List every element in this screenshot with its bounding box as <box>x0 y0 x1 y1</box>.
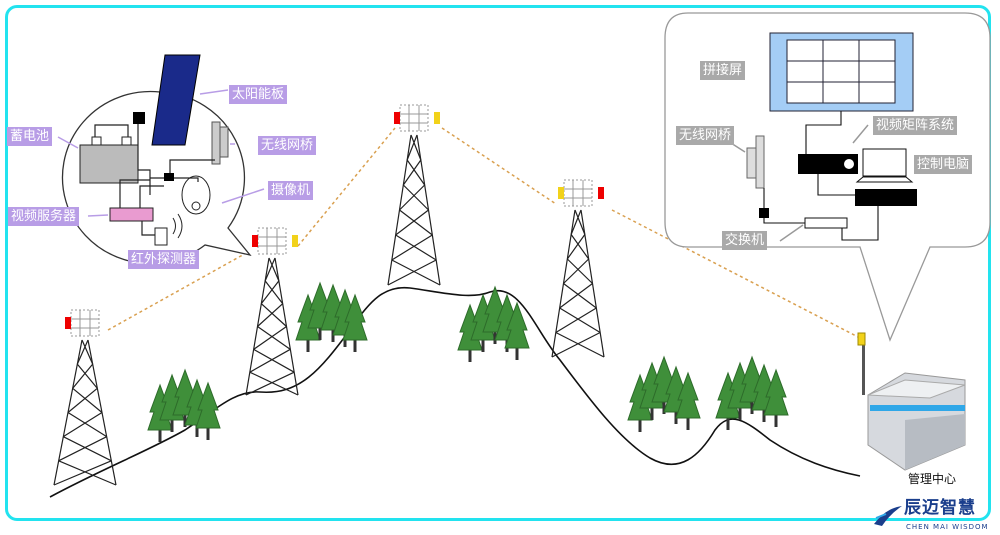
tree-icon <box>342 293 368 352</box>
signal-marker <box>252 235 258 247</box>
management-center-building-icon <box>857 332 966 471</box>
control-pc-icon <box>862 148 907 177</box>
antenna-array-icon <box>399 104 429 132</box>
antenna-array-icon <box>70 309 100 337</box>
switch-icon <box>804 217 848 229</box>
label-wireless-bridge: 无线网桥 <box>258 136 317 155</box>
tower-icon <box>551 179 605 358</box>
label-solar-panel: 太阳能板 <box>229 85 288 104</box>
tree-icon <box>763 368 789 427</box>
label-splice-screen: 拼接屏 <box>700 61 746 80</box>
signal-marker <box>434 112 440 124</box>
label-control-pc: 控制电脑 <box>914 155 973 174</box>
label-video-server: 视频服务器 <box>8 207 80 226</box>
controller-icon <box>133 112 145 124</box>
label-battery: 蓄电池 <box>7 127 53 146</box>
mountain-ridge <box>49 286 861 498</box>
solar-panel-icon <box>151 54 201 146</box>
center-bridge-icon <box>755 135 765 189</box>
center-equipment-bubble <box>664 12 991 342</box>
signal-marker <box>292 235 298 247</box>
tower-icon <box>245 227 299 396</box>
video-matrix-icon <box>798 154 858 174</box>
signal-marker <box>558 187 564 199</box>
label-camera: 摄像机 <box>268 181 314 200</box>
tree-icon <box>195 381 221 440</box>
tree-icon <box>504 301 530 360</box>
tower-icon <box>53 309 117 486</box>
infrared-detector-icon <box>154 227 168 246</box>
antenna-array-icon <box>563 179 593 207</box>
video-server-icon <box>109 207 154 222</box>
label-switch: 交换机 <box>722 231 768 250</box>
signal-marker <box>394 112 400 124</box>
antenna-array-icon <box>257 227 287 255</box>
signal-marker <box>598 187 604 199</box>
signal-marker <box>65 317 71 329</box>
battery-icon <box>79 144 139 184</box>
wireless-bridge-icon <box>211 121 221 165</box>
site-equipment-bubble <box>57 54 265 265</box>
tower-icon <box>387 104 441 286</box>
towers <box>53 104 605 486</box>
brand-logo: 辰迈智慧 CHEN MAI WISDOM <box>872 498 997 534</box>
logo-swoosh-icon <box>874 506 902 526</box>
label-video-matrix: 视频矩阵系统 <box>873 116 958 135</box>
logo-name: 辰迈智慧 <box>904 498 976 518</box>
tree-icon <box>675 371 701 430</box>
label-management-center: 管理中心 <box>908 472 957 486</box>
logo-subtitle: CHEN MAI WISDOM <box>906 523 989 531</box>
trees <box>147 281 789 442</box>
camera-icon <box>181 175 211 215</box>
wireless-links <box>107 127 861 339</box>
label-center-wireless-bridge: 无线网桥 <box>676 126 735 145</box>
frame-border <box>5 5 991 521</box>
label-infrared-detector: 红外探测器 <box>128 250 200 269</box>
